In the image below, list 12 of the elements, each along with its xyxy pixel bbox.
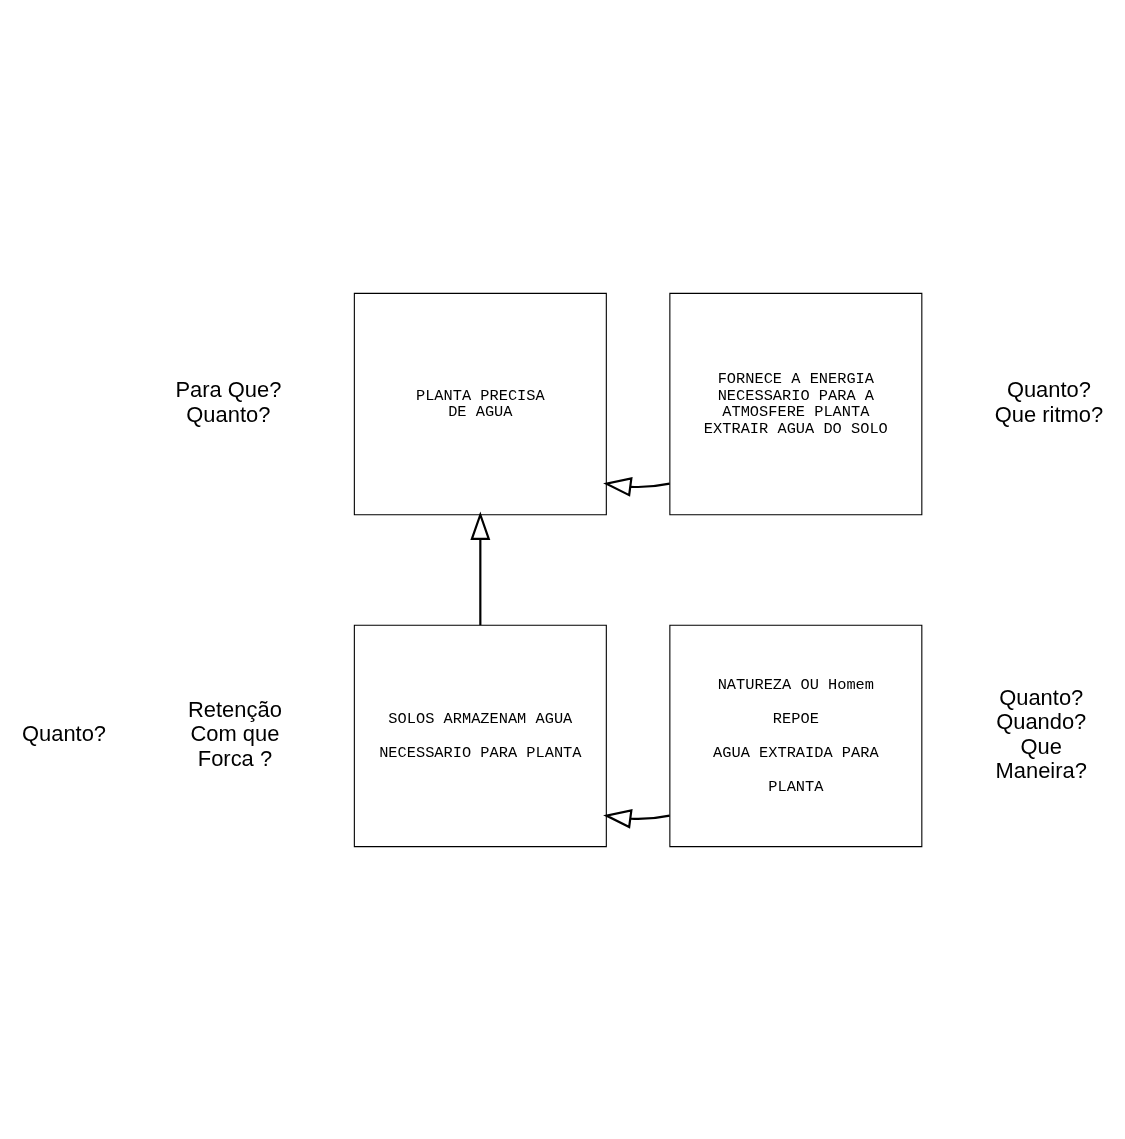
node-label: Quanto? Quando? Que Maneira? bbox=[995, 684, 1087, 783]
node-box: NATUREZA OU Homem REPOE AGUA EXTRAIDA PARA PLANTA bbox=[669, 624, 923, 847]
node-label: Para Que? Quanto? bbox=[175, 376, 282, 427]
node-label: Retenção Com que Forca ? bbox=[188, 696, 282, 771]
arrow bbox=[470, 510, 491, 625]
node-label: Quanto? Que ritmo? bbox=[994, 376, 1104, 427]
node-box: SOLOS ARMAZENAM AGUA NECESSARIO PARA PLANTA bbox=[353, 624, 607, 847]
node-label: Quanto? bbox=[22, 720, 107, 746]
node-box: PLANTA PRECISA DE AGUA bbox=[353, 292, 607, 515]
node-box: FORNECE A ENERGIA NECESSARIO PARA A ATMOSFERE PLANTA EXTRAIR AGUA DO SOLO bbox=[669, 292, 923, 515]
arrow bbox=[603, 808, 670, 829]
arrow bbox=[603, 476, 670, 497]
